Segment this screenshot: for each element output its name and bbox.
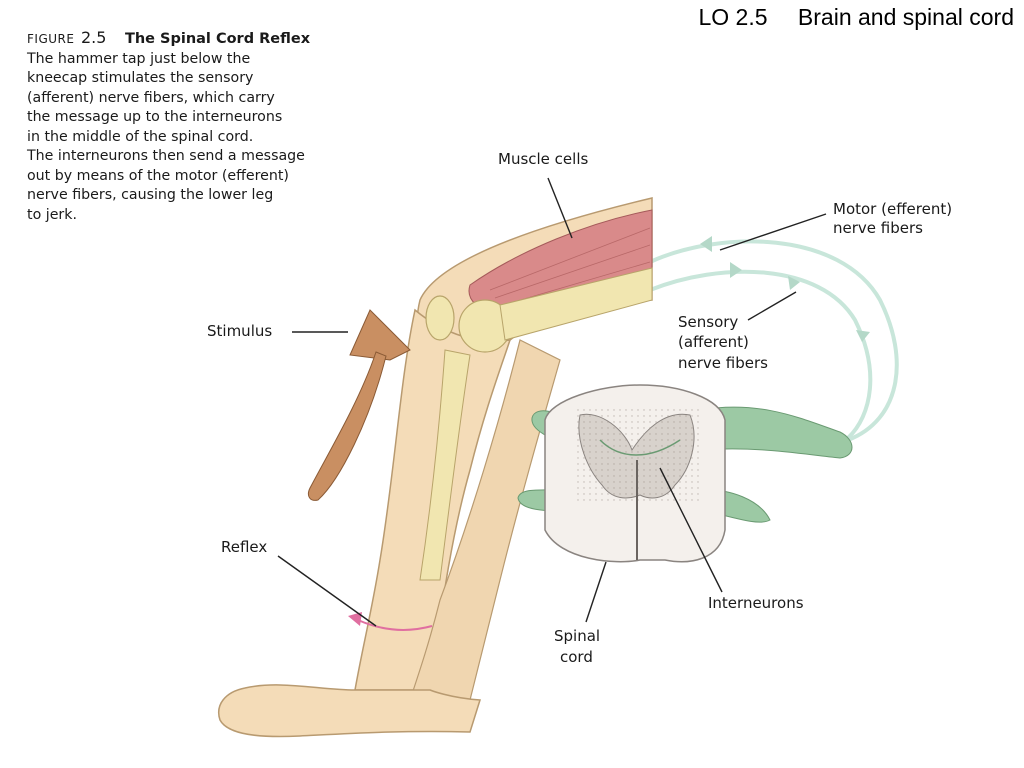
figure-word: FIGURE: [27, 32, 75, 46]
label-spinal-line2: cord: [560, 648, 593, 666]
lo-code: LO 2.5: [698, 4, 768, 30]
leader-muscle: [547, 177, 573, 239]
fiber-arrow: [700, 236, 712, 252]
fiber-arrow: [730, 262, 742, 278]
label-stimulus: Stimulus: [207, 322, 273, 340]
label-sensory-line3: nerve fibers: [678, 354, 768, 372]
spinal-cord: [517, 384, 853, 563]
slide-title: LO 2.5 Brain and spinal cord: [698, 4, 1014, 31]
leader-motor: [719, 213, 827, 251]
label-spinal-line1: Spinal: [554, 627, 601, 645]
lo-topic: Brain and spinal cord: [797, 4, 1014, 30]
caption-line: to jerk.: [27, 206, 77, 223]
caption-line: in the middle of the spinal cord.: [27, 128, 254, 145]
caption-line: The interneurons then send a message: [27, 148, 305, 164]
label-muscle-cells: Muscle cells: [498, 150, 589, 168]
label-sensory-line1: Sensory: [678, 313, 739, 331]
label-reflex: Reflex: [221, 538, 268, 556]
caption-line: (afferent) nerve fibers, which carry: [27, 89, 275, 106]
figure-title: The Spinal Cord Reflex: [124, 31, 311, 47]
figure-heading: FIGURE 2.5 The Spinal Cord Reflex: [27, 28, 327, 50]
label-interneurons: Interneurons: [708, 594, 804, 612]
reflex-arrow: [357, 619, 433, 631]
leader-spinal: [585, 561, 607, 623]
motor-fiber-path: [649, 239, 899, 442]
femur-shaft: [499, 267, 653, 341]
nerve-fiber-arc: [649, 236, 899, 442]
figure-number: 2.5: [80, 28, 107, 47]
hammer-handle: [307, 351, 387, 501]
label-sensory-line2: (afferent): [678, 333, 749, 351]
interneuron-fibers: [599, 439, 681, 456]
sensory-fiber-path: [649, 269, 873, 440]
reflex-arrow-head: [348, 612, 362, 626]
leader-interneurons: [659, 467, 723, 593]
reflex-hammer: [307, 309, 411, 501]
nerve-root-right: [699, 406, 853, 459]
figure-caption: FIGURE 2.5 The Spinal Cord Reflex The ha…: [27, 28, 327, 225]
leg: [218, 197, 653, 738]
caption-line: The hammer tap just below the: [27, 50, 251, 67]
caption-line: the message up to the interneurons: [27, 109, 283, 125]
fiber-arrow: [788, 276, 800, 290]
caption-line: kneecap stimulates the sensory: [27, 70, 254, 86]
label-motor-line1: Motor (efferent): [833, 200, 953, 218]
hammer-head: [349, 309, 411, 361]
kneecap: [425, 295, 455, 341]
fiber-arrow: [856, 330, 870, 342]
leader-sensory: [747, 291, 797, 321]
caption-line: nerve fibers, causing the lower leg: [27, 187, 274, 203]
leader-reflex: [277, 555, 377, 627]
caption-line: out by means of the motor (efferent): [27, 167, 289, 184]
foot: [218, 684, 481, 738]
label-motor-line2: nerve fibers: [833, 219, 923, 237]
tibia-bone: [419, 349, 471, 581]
